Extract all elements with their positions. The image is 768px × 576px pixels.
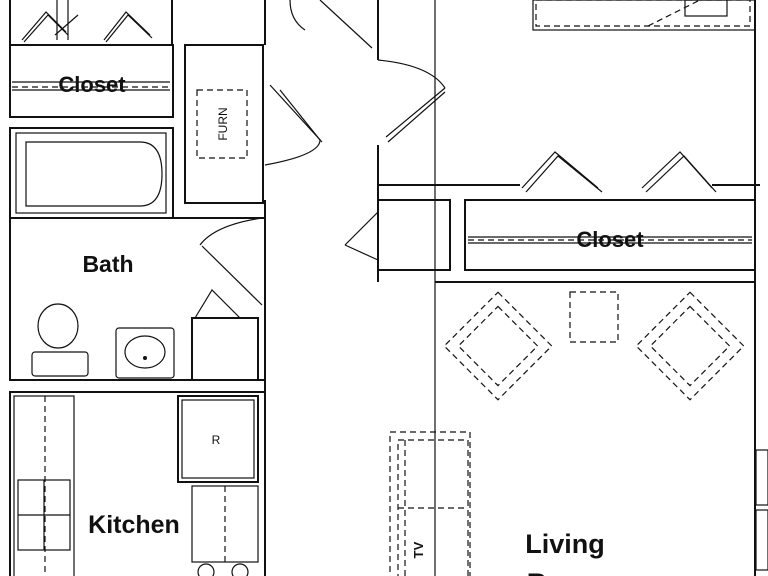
furnace-closet [184,44,264,204]
sink-icon [115,327,175,379]
hallway [199,0,373,576]
closet-left [9,0,174,118]
window [755,449,768,571]
refrigerator-label: R [212,433,221,447]
kitchen-area [9,391,266,576]
toilet-icon [31,303,89,377]
refrigerator-icon [177,395,259,483]
bedroom-area [344,0,760,576]
armchair-left-icon [443,291,553,401]
living-room-label: Living [525,529,605,559]
closet-right-label: Closet [576,227,644,252]
kitchen-label: Kitchen [88,511,180,539]
closet-right [464,151,756,271]
tv-label: TV [411,541,426,558]
bath-label: Bath [82,251,133,277]
living-room [389,281,755,576]
armchair-right-icon [635,291,745,401]
bath-room [9,127,266,381]
living-room-label-2: Room [527,568,604,576]
furnace-label: FURN [216,107,230,140]
closet-left-label: Closet [58,72,126,97]
